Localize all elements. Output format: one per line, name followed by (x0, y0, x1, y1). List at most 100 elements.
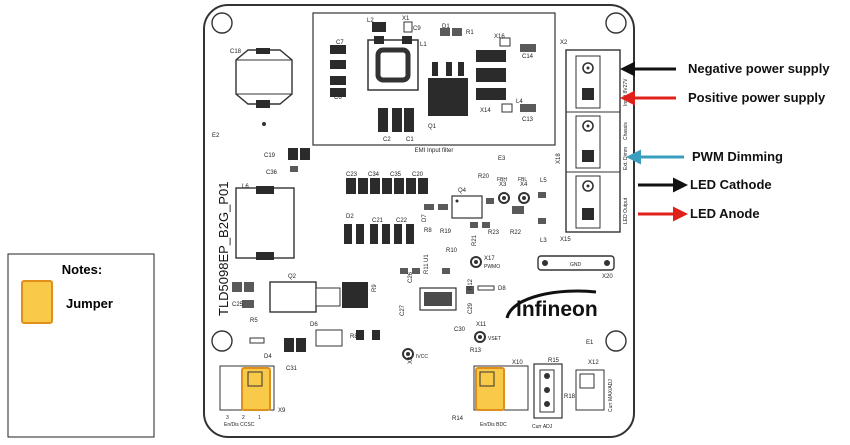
q2-transistor (269, 281, 317, 313)
ref-c1: C1 (406, 137, 414, 143)
ref-x9: X9 (278, 408, 286, 414)
silk-curr-max-adj: Curr MAX/ADJ (608, 379, 614, 412)
ref-r18: R18 (564, 394, 576, 400)
silk-en-dis-ccsc: En/Dis CCSC (224, 422, 255, 428)
ref-e2: E2 (212, 133, 220, 139)
jumper-swatch (21, 280, 53, 324)
ref-c20: C20 (412, 172, 424, 178)
ref-u1: U1 (424, 254, 430, 262)
ref-q4: Q4 (458, 188, 467, 194)
ref-c13: C13 (522, 117, 534, 123)
connector-x18 (575, 115, 601, 169)
emi-filter-region (312, 12, 556, 146)
ref-c35: C35 (390, 172, 402, 178)
ref-r22: R22 (510, 230, 522, 236)
ref-q1: Q1 (428, 124, 437, 130)
ref-x12: X12 (588, 360, 599, 366)
jumper-label: Jumper (66, 296, 113, 311)
ref-x10: X10 (512, 360, 523, 366)
ref-c19: C19 (264, 153, 276, 159)
ref-d7: D7 (422, 214, 428, 222)
connector-x15 (575, 175, 601, 229)
ref-r15: R15 (548, 358, 560, 364)
ref-l3: L3 (540, 238, 547, 244)
ref-r8b: R8 (424, 228, 432, 234)
silk-led-output: LED Output (623, 197, 629, 224)
ref-l5: L5 (540, 178, 547, 184)
pcb-board: EMI Input filter (203, 4, 635, 438)
infineon-logo: infineon (505, 289, 598, 321)
ref-d6: D6 (310, 322, 318, 328)
ref-l4: L4 (516, 99, 523, 105)
silk-pwmo: PWMO (484, 264, 500, 270)
ref-c30: C30 (454, 327, 466, 333)
ref-x4: X4 (520, 182, 528, 188)
mount-hole (211, 330, 233, 352)
silk-pin1: 1 (258, 415, 261, 421)
ref-x18: X18 (556, 153, 562, 164)
label-pwm-dimming: PWM Dimming (692, 149, 783, 164)
ref-c29: C29 (468, 302, 474, 314)
ref-c23: C23 (346, 172, 358, 178)
q4-ic (451, 195, 483, 219)
label-led-cathode: LED Cathode (690, 177, 772, 192)
silk-fbl: FBL (518, 177, 527, 183)
ref-r12: R12 (468, 278, 474, 290)
ref-x8: X8 (408, 356, 414, 364)
connector-x2 (575, 55, 601, 109)
svg-text:infineon: infineon (516, 298, 598, 321)
ref-r23: R23 (488, 230, 500, 236)
jumper-x10 (473, 365, 529, 411)
ref-r10: R10 (446, 248, 458, 254)
ref-d1: D1 (442, 24, 450, 30)
ref-c7: C7 (336, 40, 344, 46)
silk-en-dis-bdc: En/Dis BDC (480, 422, 507, 428)
ref-d8: D8 (498, 286, 506, 292)
annotation-labels: Negative power supply Positive power sup… (688, 61, 830, 221)
mount-hole (605, 12, 627, 34)
mount-hole (211, 12, 233, 34)
ref-x1: X1 (402, 16, 410, 22)
ref-r9: R9 (372, 284, 378, 292)
ref-c6: C6 (334, 95, 342, 101)
notes-title: Notes: (62, 262, 102, 277)
ref-x17: X17 (484, 256, 495, 262)
ref-r13: R13 (470, 348, 482, 354)
ref-r20: R20 (478, 174, 490, 180)
ref-r19: R19 (440, 229, 452, 235)
ref-c25: C25 (232, 302, 244, 308)
silk-ext-dimm: Ext. Dimm (623, 147, 629, 170)
ref-r5: R5 (250, 318, 258, 324)
notes-box: Notes: Jumper (7, 253, 155, 438)
silk-pin2: 2 (242, 415, 245, 421)
ref-c21: C21 (372, 218, 384, 224)
ref-c27: C27 (400, 304, 406, 316)
ref-r11: R11 (424, 263, 430, 274)
ref-c9: C9 (413, 26, 421, 32)
silk-fbh: FBH (497, 177, 507, 183)
ref-r21: R21 (472, 234, 478, 246)
c18-capacitor (235, 49, 293, 105)
ref-l6: L6 (242, 184, 249, 190)
ref-x14: X14 (480, 108, 491, 114)
silk-ivcc: IVCC (416, 354, 428, 360)
q1-package (428, 78, 468, 116)
gnd-header-x20 (537, 255, 615, 271)
ref-x2: X2 (560, 40, 568, 46)
ref-e3: E3 (498, 156, 506, 162)
ref-x15: X15 (560, 237, 571, 243)
ref-e1: E1 (586, 340, 594, 346)
ref-c14: C14 (522, 54, 534, 60)
ref-x16: X16 (494, 34, 505, 40)
ref-d2: D2 (346, 214, 354, 220)
ref-c22: C22 (396, 218, 408, 224)
ref-r8: R8 (350, 334, 358, 340)
silk-gnd: GND (570, 262, 582, 268)
ref-c31: C31 (286, 366, 298, 372)
board-name: TLD5098EP_B2G_P01 (216, 182, 231, 316)
ref-x11: X11 (476, 322, 487, 328)
annotation-arrows (620, 61, 688, 222)
label-led-anode: LED Anode (690, 206, 760, 221)
label-positive-supply: Positive power supply (688, 90, 826, 105)
